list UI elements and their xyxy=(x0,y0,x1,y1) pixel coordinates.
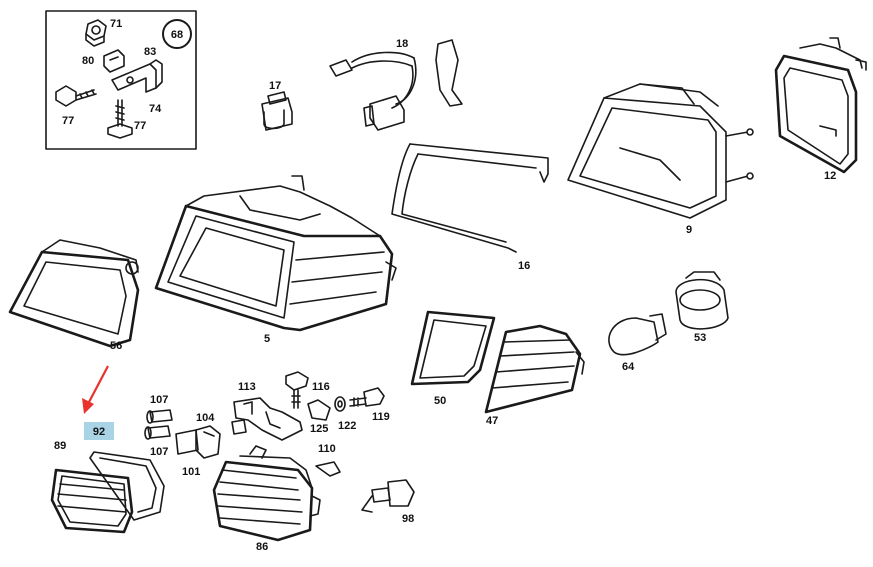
label-50: 50 xyxy=(434,395,446,407)
label-12: 12 xyxy=(824,170,836,182)
part-socket-104 xyxy=(195,425,221,459)
label-74: 74 xyxy=(149,103,162,115)
part-socket-101 xyxy=(175,429,199,455)
part-foglens-89 xyxy=(50,451,165,534)
part-gasket-16 xyxy=(391,143,549,253)
callout-circle-label: 68 xyxy=(171,29,183,41)
part-washer-122 xyxy=(334,396,346,412)
fastener-inset-box: 68 71 80 83 74 77 xyxy=(45,10,197,150)
label-98: 98 xyxy=(402,513,414,525)
label-107-bottom: 107 xyxy=(150,446,168,458)
part-bulbs-107 xyxy=(144,409,173,440)
part-clip-80 xyxy=(103,49,125,73)
part-screw-77b xyxy=(107,99,133,139)
part-bracket-113 xyxy=(233,397,303,441)
callout-circle xyxy=(162,19,192,49)
label-77-right: 77 xyxy=(134,120,146,132)
label-9: 9 xyxy=(686,224,692,236)
part-bulb-98 xyxy=(361,479,415,513)
label-113: 113 xyxy=(238,381,256,393)
part-frame-12 xyxy=(774,37,867,174)
label-56: 56 xyxy=(110,340,122,352)
part-headlamp-5 xyxy=(154,175,397,332)
label-107-top: 107 xyxy=(150,394,168,406)
label-89: 89 xyxy=(54,440,66,452)
label-18: 18 xyxy=(396,38,408,50)
label-5: 5 xyxy=(264,333,270,345)
label-80: 80 xyxy=(82,55,94,67)
label-53: 53 xyxy=(694,332,706,344)
label-77-left: 77 xyxy=(62,115,74,127)
label-64: 64 xyxy=(622,361,635,373)
label-122: 122 xyxy=(338,420,356,432)
part-clip-110 xyxy=(315,461,341,477)
label-125: 125 xyxy=(310,423,328,435)
part-harness-18 xyxy=(329,39,463,131)
part-bolt-119 xyxy=(349,387,385,407)
part-connector-small xyxy=(231,419,247,435)
part-nut-71 xyxy=(85,19,107,47)
label-16: 16 xyxy=(518,260,530,272)
part-screw-77a xyxy=(55,85,97,107)
part-signal-47 xyxy=(484,324,585,414)
part-housing-9 xyxy=(567,83,754,219)
part-bulb-64 xyxy=(608,313,667,356)
part-bracket-83 xyxy=(111,59,163,93)
label-86: 86 xyxy=(256,541,268,553)
part-clip-125 xyxy=(307,399,331,421)
highlight-92: 92 xyxy=(84,422,114,440)
part-screw-116 xyxy=(285,371,309,409)
label-104: 104 xyxy=(196,412,215,424)
red-arrow xyxy=(82,365,109,414)
part-lens-56 xyxy=(8,239,140,348)
label-17: 17 xyxy=(269,80,281,92)
label-71: 71 xyxy=(110,18,122,30)
label-47: 47 xyxy=(486,415,498,427)
label-83: 83 xyxy=(144,46,156,58)
part-socket-53 xyxy=(675,271,729,330)
label-119: 119 xyxy=(372,411,390,423)
label-101: 101 xyxy=(182,466,200,478)
label-116: 116 xyxy=(312,381,330,393)
label-110: 110 xyxy=(318,443,336,455)
label-92: 92 xyxy=(93,426,105,438)
part-socket-17 xyxy=(261,91,293,131)
part-foglamp-86 xyxy=(212,445,321,542)
part-lens-50 xyxy=(410,310,496,386)
